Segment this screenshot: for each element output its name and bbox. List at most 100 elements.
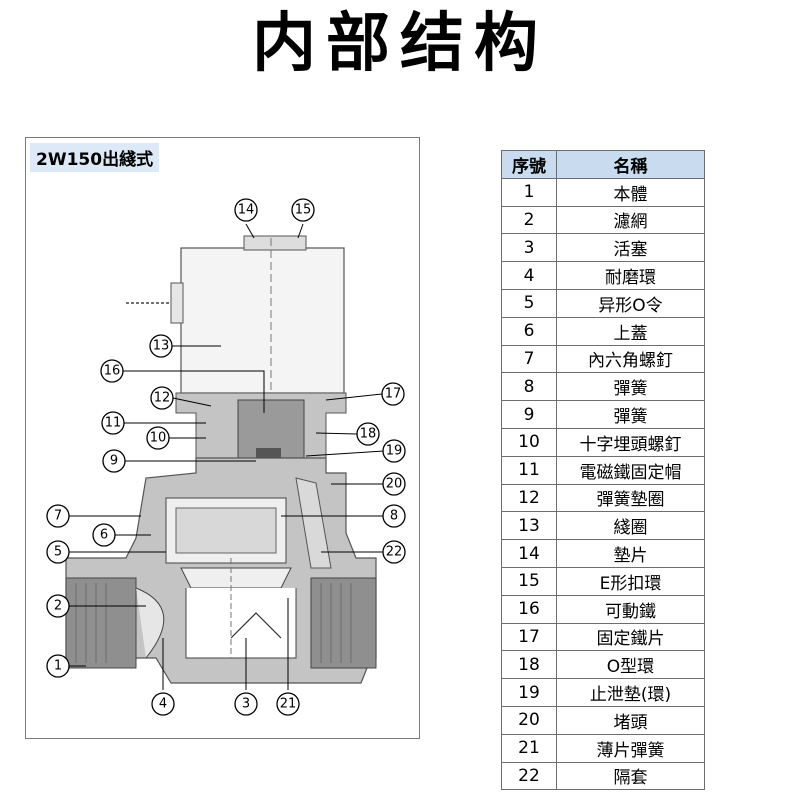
page-title: 内部结构 xyxy=(252,7,548,81)
part-number-cell: 11 xyxy=(501,455,557,485)
part-number-cell: 15 xyxy=(501,566,557,596)
svg-text:9: 9 xyxy=(110,454,118,469)
part-number-cell: 1 xyxy=(501,177,557,207)
part-name-cell: 電磁鐵固定帽 xyxy=(556,455,705,485)
part-number-cell: 6 xyxy=(501,316,557,346)
part-name-cell: 薄片彈簧 xyxy=(556,733,705,763)
part-number-cell: 16 xyxy=(501,594,557,624)
svg-text:16: 16 xyxy=(104,364,121,379)
part-name-cell: 隔套 xyxy=(556,761,705,791)
callout-19: 19 xyxy=(305,439,406,463)
part-name-cell: 固定鐵片 xyxy=(556,622,705,652)
callout-22: 22 xyxy=(321,540,406,564)
part-name-cell: 濾網 xyxy=(556,205,705,235)
part-number-cell: 2 xyxy=(501,205,557,235)
part-number-cell: 12 xyxy=(501,483,557,513)
callout-20: 20 xyxy=(331,472,406,496)
part-number-cell: 14 xyxy=(501,539,557,568)
part-number-cell: 22 xyxy=(501,761,557,791)
callout-4: 4 xyxy=(151,638,175,716)
callout-5: 5 xyxy=(46,540,166,564)
callout-8: 8 xyxy=(281,504,406,528)
part-number-cell: 5 xyxy=(501,288,557,318)
part-name-cell: E形扣環 xyxy=(556,566,705,596)
callout-17: 17 xyxy=(325,382,405,406)
part-number-cell: 7 xyxy=(501,344,557,374)
svg-text:17: 17 xyxy=(385,387,402,402)
part-name-cell: 彈簧 xyxy=(556,400,705,429)
callout-6: 6 xyxy=(92,523,151,547)
svg-text:15: 15 xyxy=(295,203,312,218)
callout-7: 7 xyxy=(46,504,141,528)
part-number-cell: 21 xyxy=(501,733,557,763)
part-number-cell: 13 xyxy=(501,511,557,541)
svg-text:2: 2 xyxy=(54,599,62,614)
callout-1: 1 xyxy=(46,654,86,678)
callout-11: 11 xyxy=(101,411,206,435)
callout-10: 10 xyxy=(146,426,206,450)
svg-text:13: 13 xyxy=(153,339,170,354)
table-header-row: 序號 名稱 xyxy=(501,150,705,179)
part-name-cell: 活塞 xyxy=(556,233,705,263)
callout-3: 3 xyxy=(234,638,258,716)
part-name-cell: 綫圈 xyxy=(556,511,705,541)
cutaway-diagram: 14 15 13 16 12 17 11 18 xyxy=(25,137,420,739)
part-number-cell: 19 xyxy=(501,678,557,707)
callout-21: 21 xyxy=(276,598,300,716)
valve-cross-section: 14 15 13 16 12 17 11 18 xyxy=(46,198,406,716)
svg-text:21: 21 xyxy=(280,697,297,712)
part-number-cell: 10 xyxy=(501,427,557,457)
svg-text:4: 4 xyxy=(159,697,167,712)
part-name-cell: 彈簧 xyxy=(556,372,705,402)
part-name-cell: 十字埋頭螺釘 xyxy=(556,427,705,457)
part-number-cell: 17 xyxy=(501,622,557,652)
svg-text:11: 11 xyxy=(105,416,122,431)
svg-text:10: 10 xyxy=(150,431,167,446)
svg-text:1: 1 xyxy=(54,659,62,674)
svg-text:14: 14 xyxy=(238,203,255,218)
callout-2: 2 xyxy=(46,594,146,618)
svg-text:20: 20 xyxy=(386,477,403,492)
part-name-cell: 耐磨環 xyxy=(556,261,705,290)
callout-15: 15 xyxy=(291,198,315,239)
part-name-cell: 內六角螺釘 xyxy=(556,344,705,374)
part-name-cell: 上蓋 xyxy=(556,316,705,346)
svg-text:19: 19 xyxy=(386,444,403,459)
callout-9: 9 xyxy=(102,449,256,473)
part-name-cell: 可動鐵 xyxy=(556,594,705,624)
part-name-cell: 止泄墊(環) xyxy=(556,678,705,707)
svg-text:8: 8 xyxy=(390,509,398,524)
callout-12: 12 xyxy=(150,386,212,410)
part-number-cell: 8 xyxy=(501,372,557,402)
callout-18: 18 xyxy=(315,422,380,446)
callout-13: 13 xyxy=(149,334,221,358)
part-name-cell: 堵頭 xyxy=(556,705,705,735)
svg-text:5: 5 xyxy=(54,545,62,560)
svg-text:6: 6 xyxy=(100,528,108,543)
part-name-cell: 墊片 xyxy=(556,539,705,568)
svg-text:18: 18 xyxy=(360,427,377,442)
part-number-cell: 9 xyxy=(501,400,557,429)
part-name-cell: 异形O令 xyxy=(556,288,705,318)
part-name-cell: 本體 xyxy=(556,177,705,207)
